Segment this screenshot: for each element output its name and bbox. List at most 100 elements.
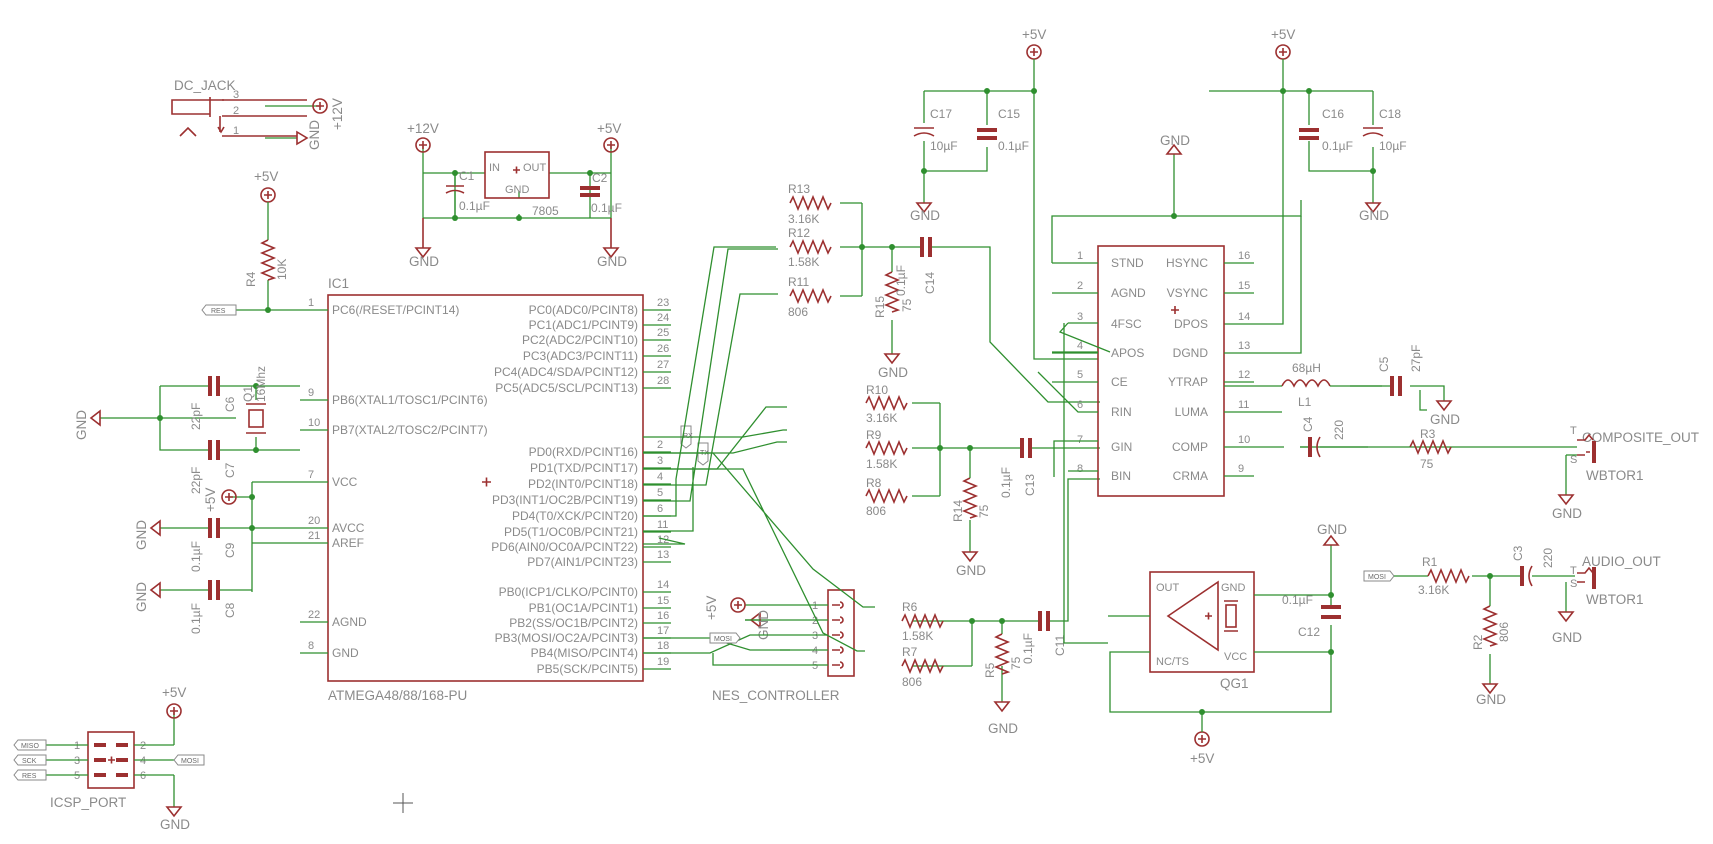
mcu-pin-label-12: PD6(AIN0/OC0A/PCINT22) [491, 540, 638, 554]
capacitor-c9: C9 0.1µF [189, 518, 237, 572]
gnd-label-osc: GND [1317, 522, 1347, 537]
plus5v-label-r4: +5V [254, 169, 278, 184]
mcu-pin-label-23: PC0(ADC0/PCINT8) [529, 303, 638, 317]
gnd-symbol-r15: GND [878, 353, 908, 380]
resistor-r15: R15 75 [873, 271, 914, 318]
mcu-pin-num-3: 3 [657, 455, 663, 467]
gnd-label-c17: GND [910, 208, 940, 223]
mcu-pin-label-25: PC2(ADC2/PCINT10) [522, 333, 638, 347]
c18-name: C18 [1379, 107, 1401, 121]
enc-pin-label-gin: GIN [1111, 440, 1132, 454]
nes-pin-1: 1 [812, 600, 818, 612]
mcu-pin-num-2: 2 [657, 439, 663, 451]
dc-jack-label: DC_JACK [174, 78, 236, 93]
mcu-pin-label-26: PC3(ADC3/PCINT11) [523, 349, 638, 363]
mcu-pin-num-22: 22 [308, 609, 320, 621]
mcu-pin-label-4: PD2(INT0/PCINT18) [528, 477, 638, 491]
nes-pin-4: 4 [812, 645, 818, 657]
composite-out-jack: COMPOSITE_OUT WBTOR1 T S [1570, 425, 1699, 483]
resistor-r2: R2 806 [1471, 605, 1511, 650]
gnd-symbol-nes: GND [745, 610, 771, 640]
mcu-pin-label-1: PC6(/RESET/PCINT14) [332, 303, 459, 317]
resistor-r12: R12 1.58K [788, 226, 832, 269]
sck-tag-icsp: SCK [13, 754, 47, 766]
enc-pin-num-14: 14 [1238, 311, 1250, 323]
c12-name: C12 [1298, 625, 1320, 639]
gnd-symbol-icsp: GND [160, 806, 190, 832]
audio-out-name: AUDIO_OUT [1582, 554, 1661, 569]
enc-pin-label-4fsc: 4FSC [1111, 317, 1142, 331]
capacitor-c8: C8 0.1µF [189, 580, 237, 634]
c2-value: 0.1µF [591, 201, 622, 215]
r1-value: 3.16K [1418, 583, 1449, 597]
nes-pin-5: 5 [812, 660, 818, 672]
r7-name: R7 [902, 645, 918, 659]
r10-name: R10 [866, 383, 888, 397]
c8-name: C8 [223, 602, 237, 618]
capacitor-c16: C16 0.1µF [1299, 107, 1353, 153]
mcu-pin-num-26: 26 [657, 343, 669, 355]
mcu-pin-num-19: 19 [657, 656, 669, 668]
c14-value-label: 0.1µF [894, 265, 908, 296]
enc-pin-label-ytrap: YTRAP [1168, 375, 1208, 389]
l1-name: L1 [1298, 395, 1312, 409]
plus12v-label-reg: +12V [407, 121, 439, 136]
resistor-r6: R6 1.58K [901, 600, 944, 643]
audio-out-part: WBTOR1 [1586, 592, 1644, 607]
r4-name: R4 [244, 271, 258, 287]
r11-name: R11 [788, 275, 809, 289]
c9-value: 0.1µF [189, 541, 203, 572]
enc-pin-label-dgnd: DGND [1173, 346, 1209, 360]
mcu-pin-num-27: 27 [657, 359, 669, 371]
mcu-pin-label-22: AGND [332, 615, 367, 629]
c6-value: 22pF [189, 403, 203, 430]
r6-name: R6 [902, 600, 918, 614]
enc-pin-num-11: 11 [1238, 399, 1249, 411]
plus5v-symbol-reg: +5V [597, 121, 621, 153]
icsp-name: ICSP_PORT [50, 795, 126, 810]
q1-value: 16Mhz [254, 366, 268, 402]
plus5v-label-nes: +5V [704, 596, 719, 620]
c3-value: 220 [1541, 548, 1555, 568]
mcu-pin-label-10: PB7(XTAL2/TOSC2/PCINT7) [332, 423, 488, 437]
enc-pin-label-stnd: STND [1111, 256, 1144, 270]
mcu-pin-num-24: 24 [657, 312, 669, 324]
plus12v-symbol-reg: +12V [407, 121, 439, 153]
mcu-pin-label-21: AREF [332, 536, 364, 550]
r1-name: R1 [1422, 555, 1438, 569]
osc-nc: NC/TS [1156, 656, 1189, 668]
r15-name: R15 [873, 296, 887, 318]
composite-out-part: WBTOR1 [1586, 468, 1644, 483]
gnd-symbol-r5: GND [988, 701, 1018, 736]
c6-name: C6 [223, 396, 237, 412]
dc-jack-pin-1: 1 [233, 125, 239, 137]
gnd-label-c8: GND [134, 582, 149, 612]
enc-pin-num-9: 9 [1238, 463, 1244, 475]
tx-tag: TX [697, 442, 709, 466]
resistor-r7: R7 806 [901, 645, 944, 689]
gnd-label-r14: GND [956, 563, 986, 578]
mcu-pin-num-14: 14 [657, 579, 669, 591]
res-tag-icsp: RES [13, 769, 47, 781]
mosi-tag-audio-label: MOSI [1368, 574, 1386, 581]
mcu-pin-num-20: 20 [308, 515, 320, 527]
capacitor-c1: C1 0.1µF [445, 169, 490, 218]
gnd-symbol-c9: GND [134, 519, 161, 550]
plus5v-symbol-icsp: +5V [162, 685, 186, 719]
gnd-symbol-osc: GND [1317, 522, 1347, 546]
mcu-pin-label-14: PB0(ICP1/CLKO/PCINT0) [499, 585, 638, 599]
mcu-pin-num-15: 15 [657, 595, 669, 607]
plus5v-symbol-osc: +5V [1190, 731, 1214, 766]
gnd-label-encoder-top: GND [1160, 133, 1190, 148]
mosi-tag-nes-label: MOSI [714, 636, 732, 643]
icsp-pin-3: 3 [74, 755, 80, 767]
mcu-pin-label-7: VCC [332, 475, 358, 489]
c13-value: 0.1µF [999, 467, 1013, 498]
r8-value: 806 [866, 504, 886, 518]
gnd-label-c9: GND [134, 520, 149, 550]
mcu-pin-num-25: 25 [657, 327, 669, 339]
c15-value: 0.1µF [998, 139, 1029, 153]
enc-pin-num-2: 2 [1077, 280, 1083, 292]
r11-value: 806 [788, 305, 808, 319]
mcu-pin-num-6: 6 [657, 503, 663, 515]
